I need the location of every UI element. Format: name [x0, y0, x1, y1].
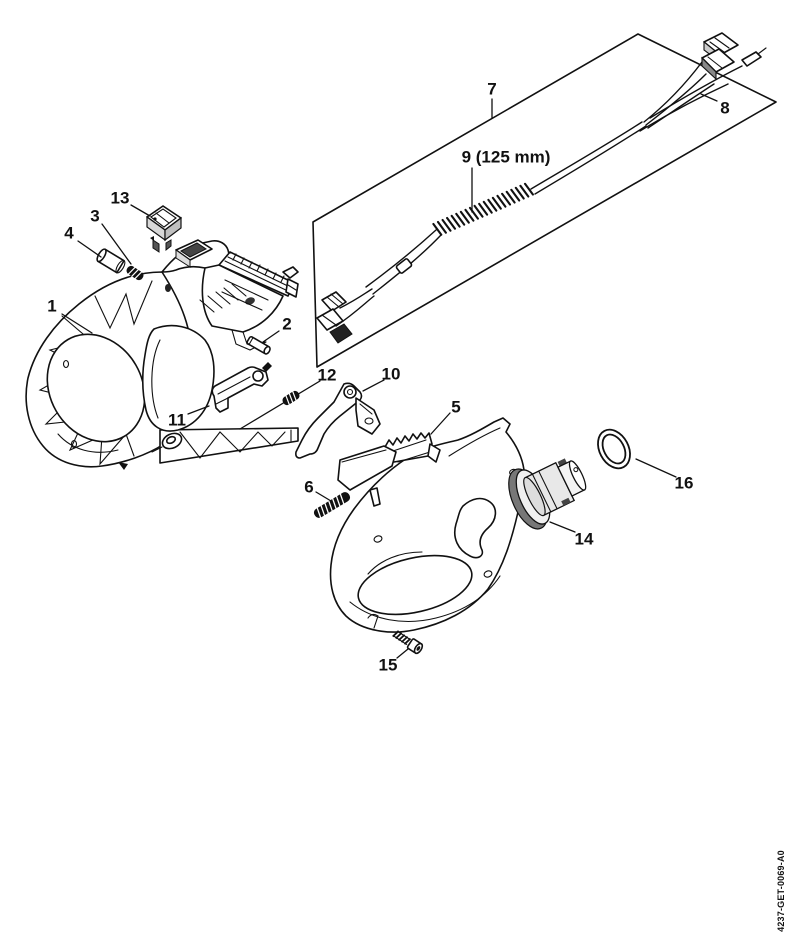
- callout-1: 1: [47, 296, 57, 316]
- part-10-lever: [295, 382, 381, 459]
- part-2-pin: [246, 335, 271, 355]
- callout-11: 11: [168, 410, 186, 430]
- part-15-screw: [392, 630, 424, 655]
- callout-6: 6: [304, 477, 314, 497]
- part-12-spring: [239, 380, 321, 430]
- part-13-switch: [146, 205, 182, 253]
- part-16-o-ring: [597, 428, 631, 470]
- callout-15: 15: [378, 655, 398, 675]
- callout-5: 5: [451, 397, 461, 417]
- part-1-handle-housing-left: [25, 239, 299, 470]
- callout-4: 4: [64, 223, 74, 243]
- harness-box: [312, 33, 777, 368]
- part-6-spring: [313, 492, 351, 519]
- callout-12: 12: [317, 365, 337, 385]
- callout-10: 10: [381, 364, 401, 384]
- part-5-throttle-trigger: [337, 432, 441, 507]
- callout-3: 3: [90, 206, 100, 226]
- handle-housing-right: [329, 417, 587, 633]
- callout-7: 7: [487, 79, 497, 99]
- part-4-sleeve: [96, 248, 126, 274]
- document-code: 4237-GET-0069-A0: [776, 850, 786, 932]
- callout-2: 2: [282, 314, 292, 334]
- part-8-wiring-harness: [316, 32, 767, 344]
- callout-14: 14: [574, 529, 594, 549]
- callout-13: 13: [110, 188, 130, 208]
- callout-16: 16: [674, 473, 694, 493]
- callout-9: 9 (125 mm): [461, 147, 551, 167]
- part-3-spring: [126, 265, 144, 281]
- part-9-cable-spring: [432, 182, 534, 236]
- part-11-bracket: [211, 362, 272, 413]
- callout-8: 8: [720, 98, 730, 118]
- part-14-coupling-motor: [508, 458, 587, 530]
- leader-lines: [61, 93, 718, 659]
